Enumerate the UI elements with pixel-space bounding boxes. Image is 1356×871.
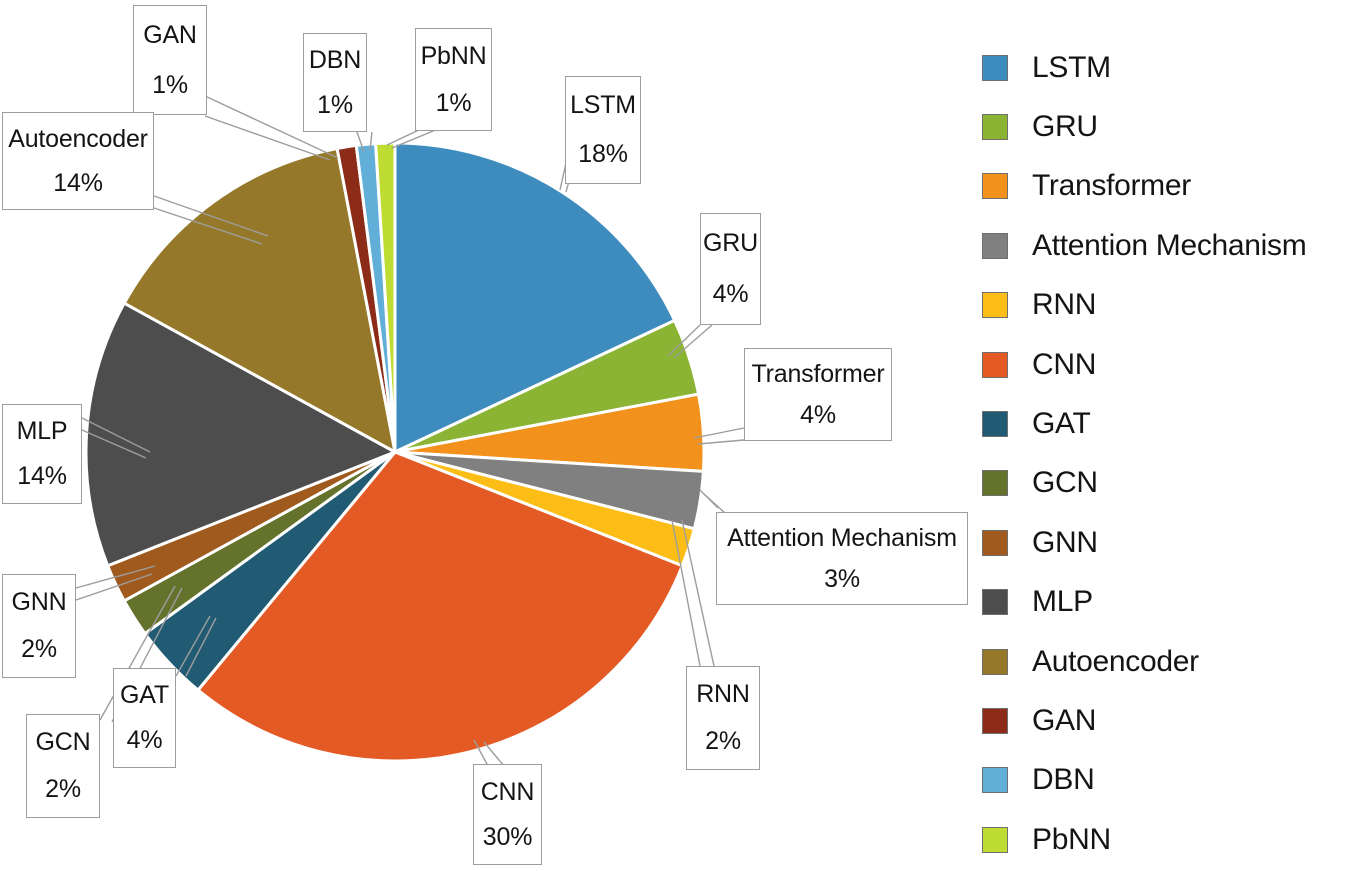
callout-lstm: LSTM 18%: [565, 76, 641, 184]
callout-gat-pct: 4%: [126, 726, 163, 755]
callout-cnn-pct: 30%: [482, 823, 533, 852]
callout-transformer: Transformer 4%: [744, 348, 892, 441]
callout-rnn-name: RNN: [696, 680, 750, 709]
callout-mlp-name: MLP: [16, 417, 68, 446]
legend-swatch-icon: [982, 411, 1008, 438]
callout-cnn: CNN 30%: [473, 764, 542, 865]
legend-swatch-icon: [982, 173, 1008, 200]
callout-autoencoder-name: Autoencoder: [8, 124, 148, 153]
legend-item[interactable]: CNN: [982, 335, 1356, 394]
callout-gnn-name: GNN: [11, 588, 67, 617]
legend-item-label: GCN: [1032, 466, 1098, 500]
legend-item-label: GRU: [1032, 110, 1098, 144]
callout-gru-pct: 4%: [712, 280, 749, 309]
legend-swatch-icon: [982, 648, 1008, 675]
legend-swatch-icon: [982, 351, 1008, 378]
legend-item[interactable]: GAT: [982, 394, 1356, 453]
callout-gcn-pct: 2%: [45, 775, 81, 804]
callout-autoencoder-pct: 14%: [53, 168, 103, 197]
legend-swatch-icon: [982, 707, 1008, 734]
legend-swatch-icon: [982, 767, 1008, 794]
legend-swatch-icon: [982, 529, 1008, 556]
legend-item-label: LSTM: [1032, 50, 1111, 84]
callout-rnn-pct: 2%: [705, 727, 741, 756]
callout-transformer-name: Transformer: [751, 359, 885, 388]
legend-swatch-icon: [982, 232, 1008, 259]
callout-gat-name: GAT: [120, 681, 169, 710]
pie-slices: [84, 141, 706, 763]
legend-item-label: GNN: [1032, 525, 1098, 559]
callout-mlp-pct: 14%: [17, 462, 67, 491]
legend-swatch-icon: [982, 292, 1008, 319]
legend-swatch-icon: [982, 54, 1008, 81]
callout-dbn: DBN 1%: [303, 33, 367, 132]
callout-mlp: MLP 14%: [2, 404, 82, 504]
legend-item[interactable]: RNN: [982, 276, 1356, 335]
callout-gnn-pct: 2%: [21, 635, 57, 664]
legend-swatch-icon: [982, 826, 1008, 853]
callout-pbnn-pct: 1%: [435, 88, 472, 117]
callout-attention-name: Attention Mechanism: [727, 523, 957, 552]
callout-transformer-pct: 4%: [800, 401, 836, 430]
callout-pbnn: PbNN 1%: [415, 28, 492, 131]
pie-chart-area: GAN 1% DBN 1% PbNN 1% LSTM 18% Autoencod…: [2, 5, 968, 865]
legend-item[interactable]: LSTM: [982, 38, 1356, 97]
legend-item[interactable]: GRU: [982, 97, 1356, 156]
legend-item-label: GAT: [1032, 407, 1091, 441]
callout-rnn: RNN 2%: [686, 666, 760, 770]
legend-item-label: Autoencoder: [1032, 644, 1199, 678]
callout-lstm-name: LSTM: [570, 91, 636, 120]
callout-autoencoder: Autoencoder 14%: [2, 112, 154, 210]
legend-item-label: DBN: [1032, 763, 1095, 797]
legend-swatch-icon: [982, 589, 1008, 616]
legend-item[interactable]: DBN: [982, 751, 1356, 810]
pie-slice-cnn[interactable]: [196, 450, 684, 763]
callout-gat: GAT 4%: [113, 668, 176, 768]
legend-item[interactable]: GCN: [982, 454, 1356, 513]
legend-item-label: Attention Mechanism: [1032, 228, 1307, 262]
callout-gnn: GNN 2%: [2, 574, 76, 678]
legend-item-label: Transformer: [1032, 169, 1191, 203]
legend-item[interactable]: Autoencoder: [982, 632, 1356, 691]
callout-cnn-name: CNN: [480, 777, 535, 806]
callout-lstm-pct: 18%: [578, 140, 628, 169]
callout-gan: GAN 1%: [133, 5, 207, 115]
callout-attention-pct: 3%: [824, 565, 860, 594]
callout-gcn: GCN 2%: [26, 714, 100, 818]
legend-item[interactable]: GAN: [982, 691, 1356, 750]
legend-item[interactable]: PbNN: [982, 810, 1356, 869]
legend-item-label: MLP: [1032, 585, 1093, 619]
callout-gru-name: GRU: [703, 229, 758, 258]
legend-item[interactable]: GNN: [982, 513, 1356, 572]
callout-attention: Attention Mechanism 3%: [716, 512, 968, 605]
legend-swatch-icon: [982, 114, 1008, 141]
callout-dbn-name: DBN: [308, 46, 362, 75]
callout-gan-name: GAN: [143, 20, 197, 49]
callout-pbnn-name: PbNN: [420, 42, 487, 71]
legend-item-label: PbNN: [1032, 822, 1111, 856]
callout-gru: GRU 4%: [700, 213, 761, 325]
callout-dbn-pct: 1%: [317, 90, 353, 119]
callout-gcn-name: GCN: [35, 728, 91, 757]
legend-item[interactable]: Attention Mechanism: [982, 216, 1356, 275]
legend-swatch-icon: [982, 470, 1008, 497]
legend-item-label: GAN: [1032, 703, 1097, 737]
legend-item-label: CNN: [1032, 347, 1097, 381]
callout-gan-pct: 1%: [152, 70, 188, 99]
legend-item-label: RNN: [1032, 288, 1097, 322]
legend-item[interactable]: MLP: [982, 573, 1356, 632]
legend-item[interactable]: Transformer: [982, 157, 1356, 216]
